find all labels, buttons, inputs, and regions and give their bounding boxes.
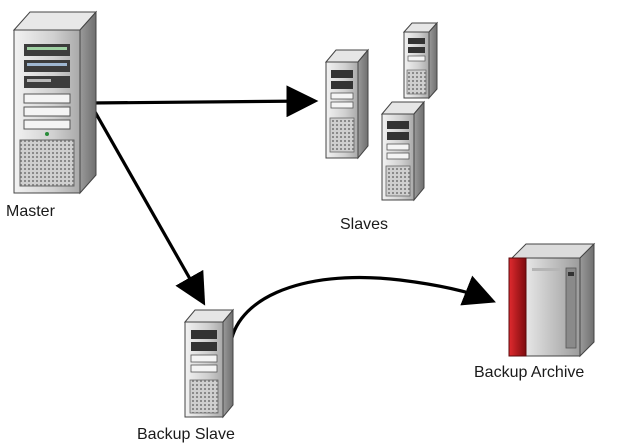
backup-slave-server-icon <box>183 308 235 419</box>
backup-slave-label: Backup Slave <box>137 426 235 443</box>
backup-archive-storage-icon <box>508 242 596 358</box>
backup-archive-label: Backup Archive <box>474 364 585 381</box>
master-server-icon <box>12 10 98 195</box>
edge-master-to-backup-slave <box>88 102 206 306</box>
slave-server-3-icon <box>380 100 426 202</box>
edge-backup-slave-to-archive <box>228 275 496 356</box>
master-label: Master <box>6 203 55 220</box>
slaves-label: Slaves <box>340 216 389 233</box>
edge-master-to-slaves <box>89 85 319 118</box>
slave-server-1-icon <box>324 48 370 160</box>
slave-server-2-icon <box>402 21 439 100</box>
